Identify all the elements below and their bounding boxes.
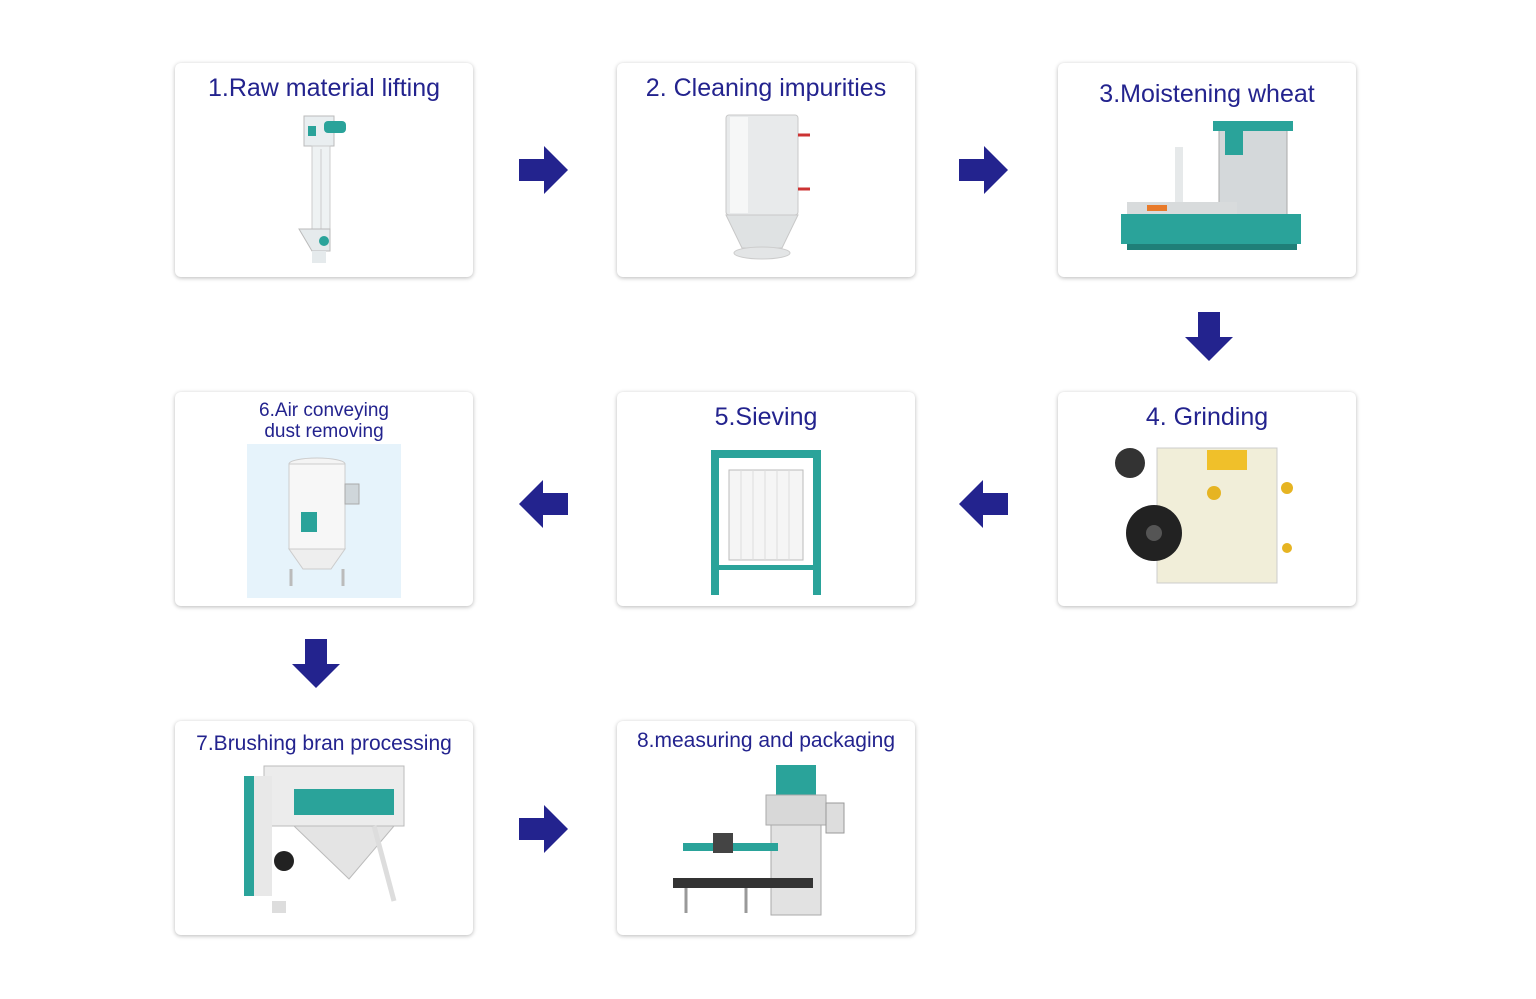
step-card-5: 5.Sieving (617, 392, 915, 606)
arrow-down-icon (1185, 312, 1235, 362)
step-title: 5.Sieving (714, 403, 818, 431)
step-title: 3.Moistening wheat (1099, 80, 1315, 108)
roller-mill-image (1058, 438, 1356, 593)
bran-brusher-image (175, 761, 473, 921)
step-card-2: 2. Cleaning impurities (617, 63, 915, 277)
step-card-4: 4. Grinding (1058, 392, 1356, 606)
arrow-left-icon (519, 480, 569, 530)
arrow-left-icon (959, 480, 1009, 530)
packing-machine-image (617, 763, 915, 923)
step-title: 1.Raw material lifting (207, 74, 441, 102)
pulse-dust-collector-image (175, 444, 473, 598)
step-title: 7.Brushing bran processing (196, 732, 452, 755)
step-card-6: 6.Air conveying dust removing (175, 392, 473, 606)
step-title: 8.measuring and packaging (636, 729, 895, 752)
wheat-dampener-image (1058, 117, 1356, 257)
bucket-elevator-image (175, 111, 473, 266)
step-card-7: 7.Brushing bran processing (175, 721, 473, 935)
cylinder-cleaner-image (617, 113, 915, 263)
step-card-1: 1.Raw material lifting (175, 63, 473, 277)
arrow-right-icon (519, 805, 569, 855)
step-title: 4. Grinding (1145, 403, 1269, 431)
step-card-3: 3.Moistening wheat (1058, 63, 1356, 277)
step-title-line: 6.Air conveying (259, 400, 389, 421)
arrow-right-icon (959, 146, 1009, 196)
arrow-down-icon (292, 639, 342, 689)
step-title: 2. Cleaning impurities (645, 74, 887, 102)
step-title-line: dust removing (264, 421, 384, 442)
arrow-right-icon (519, 146, 569, 196)
plansifter-image (617, 440, 915, 600)
step-card-8: 8.measuring and packaging (617, 721, 915, 935)
step-title: 6.Air conveying dust removing (175, 400, 473, 442)
